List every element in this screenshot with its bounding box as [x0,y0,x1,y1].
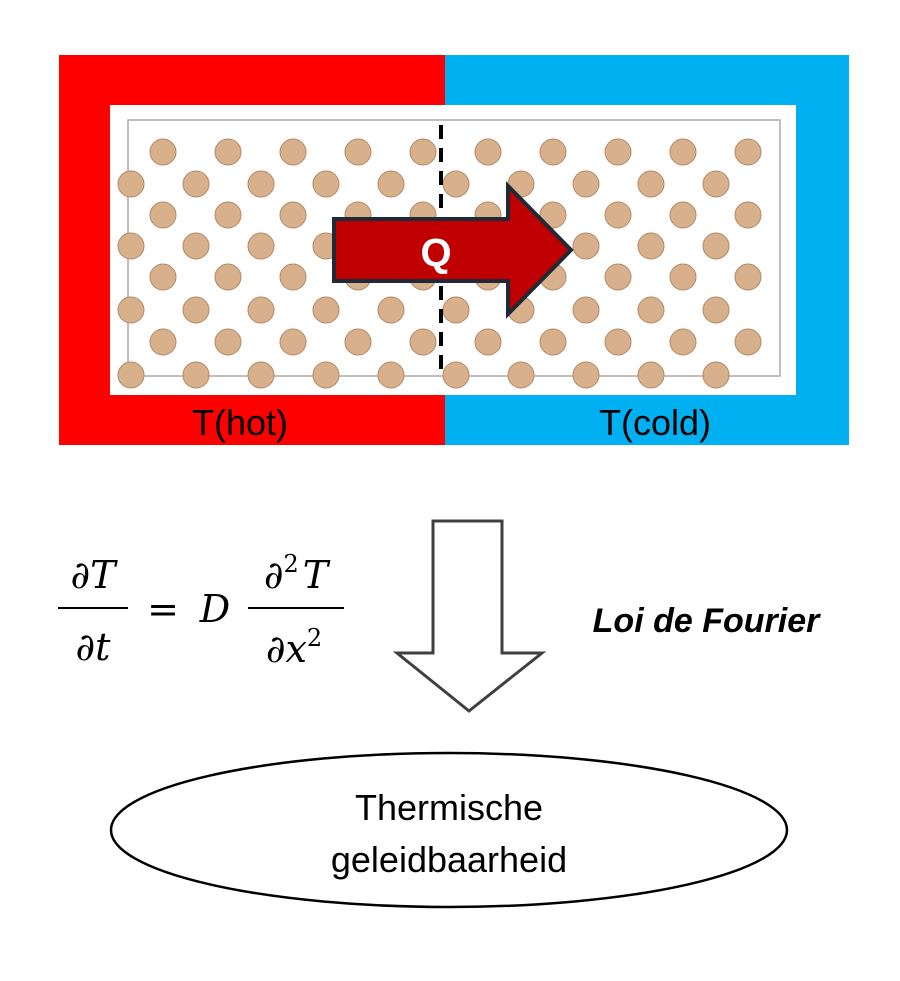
particle [279,138,307,166]
particle [214,328,242,356]
particle [669,201,697,229]
result-ellipse [109,751,789,909]
particle [149,138,177,166]
particle [734,328,762,356]
particle [442,296,470,324]
particle [377,361,405,389]
eq-denominator-right-base: ∂x [266,627,307,671]
heat-flux-label: Q [420,231,451,275]
particle [669,138,697,166]
eq-numerator-right-base: ∂ [264,553,284,597]
particle [182,361,210,389]
particle [702,361,730,389]
particle [182,232,210,260]
particle [604,201,632,229]
particle [474,328,502,356]
result-line-2: geleidbaarheid [331,839,567,880]
particle [182,296,210,324]
particle [344,328,372,356]
particle [442,361,470,389]
particle [507,361,535,389]
eq-denominator-right: ∂x2 [266,624,322,671]
particle [604,263,632,291]
particle [117,361,145,389]
particle [572,232,600,260]
particle [149,263,177,291]
eq-numerator-left: ∂T [71,553,119,597]
particle [409,138,437,166]
particle [409,328,437,356]
particle [149,201,177,229]
cold-label: T(cold) [599,402,711,443]
eq-denominator-left: ∂t [76,625,112,669]
particle [117,170,145,198]
eq-numerator-right-var: T [303,553,331,597]
particle [539,201,567,229]
particle [734,201,762,229]
heat-flux-arrow [332,181,574,319]
particle [572,296,600,324]
down-arrow [392,519,547,713]
particle [312,361,340,389]
particle [474,138,502,166]
particle [702,170,730,198]
particle [117,232,145,260]
particle [702,232,730,260]
particle [734,138,762,166]
particle [604,138,632,166]
particle [442,170,470,198]
eq-numerator-right-exp: 2 [284,550,299,578]
law-label: Loi de Fourier [593,602,821,640]
particle [214,138,242,166]
particle [572,361,600,389]
particle [637,170,665,198]
result-line-1: Thermische [355,787,543,828]
particle [247,361,275,389]
particle [117,296,145,324]
particle [247,170,275,198]
particle [279,328,307,356]
particle [214,263,242,291]
particle [279,201,307,229]
hot-label: T(hot) [192,402,288,443]
particle [702,296,730,324]
particle [312,170,340,198]
particle [539,328,567,356]
particle [669,263,697,291]
particle [637,296,665,324]
particle [149,328,177,356]
particle [247,296,275,324]
particle [182,170,210,198]
particle [279,263,307,291]
particle [377,170,405,198]
particle [572,170,600,198]
eq-coefficient: D [199,587,230,631]
particle [312,296,340,324]
particle [734,263,762,291]
particle [637,232,665,260]
particle [637,361,665,389]
particle [377,296,405,324]
eq-equals: = [147,587,179,631]
particle [344,138,372,166]
particle [539,138,567,166]
eq-denominator-right-exp: 2 [307,624,322,652]
particle [669,328,697,356]
particle [247,232,275,260]
particle [604,328,632,356]
particle [214,201,242,229]
